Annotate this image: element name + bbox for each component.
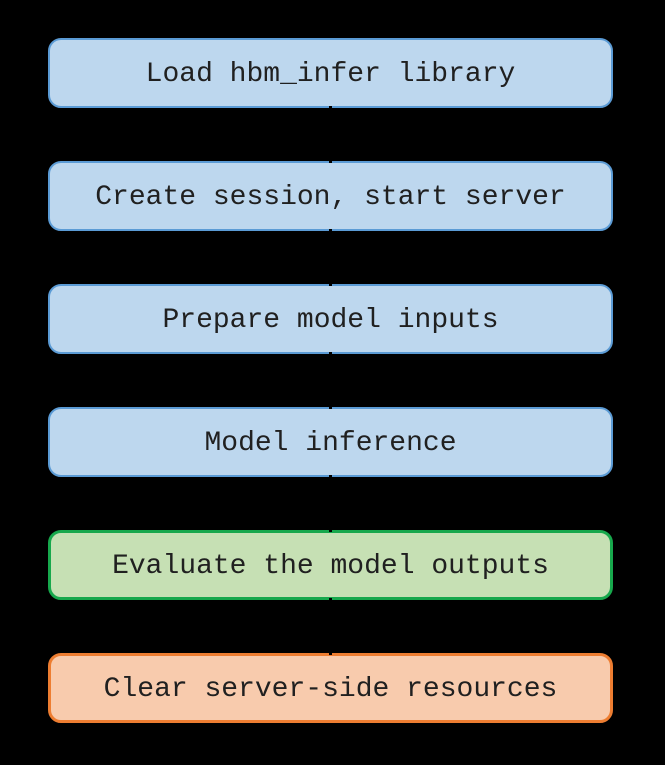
connector-arrow [325,106,335,163]
flow-node-label: Clear server-side resources [103,673,558,705]
arrowhead-icon [325,524,335,531]
connector-arrow [325,352,335,409]
flow-node-label: Evaluate the model outputs [112,550,549,582]
connector-arrow [325,229,335,286]
flow-node-clear-resources: Clear server-side resources [48,653,613,723]
flow-node-load-library: Load hbm_infer library [48,38,613,108]
connector-arrow [325,598,335,655]
arrowhead-icon [325,155,335,162]
connector-arrow [325,475,335,532]
flow-node-prepare-inputs: Prepare model inputs [48,284,613,354]
flow-node-label: Load hbm_infer library [145,58,516,90]
flow-node-create-session: Create session, start server [48,161,613,231]
arrowhead-icon [325,278,335,285]
flow-node-evaluate-outputs: Evaluate the model outputs [48,530,613,600]
arrowhead-icon [325,647,335,654]
flow-node-label: Create session, start server [95,181,566,213]
arrowhead-icon [325,401,335,408]
flow-node-label: Model inference [204,427,457,459]
flow-node-label: Prepare model inputs [162,304,499,336]
flow-node-model-inference: Model inference [48,407,613,477]
